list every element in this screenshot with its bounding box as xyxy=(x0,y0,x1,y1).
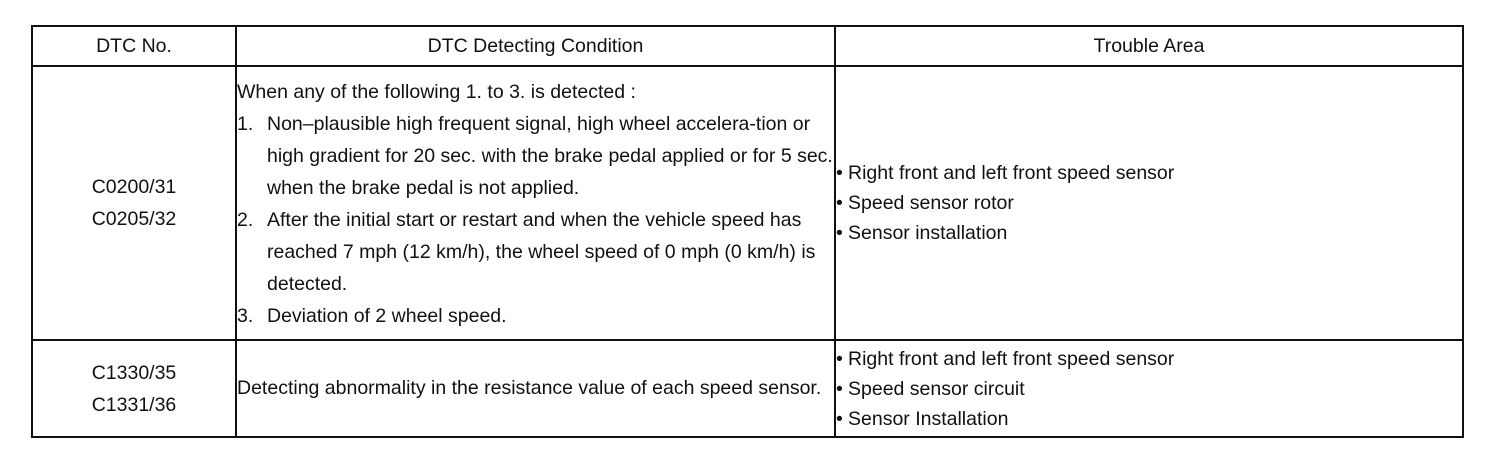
condition-text: Deviation of 2 wheel speed. xyxy=(267,305,507,327)
dtc-table: DTC No. DTC Detecting Condition Trouble … xyxy=(31,25,1464,438)
condition-text: After the initial start or restart and w… xyxy=(267,209,816,295)
table-row: C0200/31 C0205/32 When any of the follow… xyxy=(31,65,1464,341)
dtc-code-cell: C1330/35 C1331/36 xyxy=(31,339,237,438)
trouble-area-cell: Right front and left front speed sensor … xyxy=(834,339,1464,438)
condition-item: 3. Deviation of 2 wheel speed. xyxy=(237,300,834,332)
condition-number: 3. xyxy=(237,305,254,327)
condition-number: 1. xyxy=(237,113,254,135)
trouble-area-list: Right front and left front speed sensor … xyxy=(836,158,1462,248)
condition-item: 2. After the initial start or restart and… xyxy=(237,204,834,300)
dtc-code: C0200/31 xyxy=(91,176,177,198)
trouble-area-cell: Right front and left front speed sensor … xyxy=(834,65,1464,341)
header-dtc-no: DTC No. xyxy=(31,25,237,67)
trouble-area-item: Speed sensor rotor xyxy=(836,188,1462,218)
condition-item: 1. Non–plausible high frequent signal, hi… xyxy=(237,108,834,204)
condition-text: Detecting abnormality in the resistance … xyxy=(237,377,822,399)
dtc-code: C1331/36 xyxy=(91,393,177,416)
dtc-code-cell: C0200/31 C0205/32 xyxy=(31,65,237,341)
condition-text: Non–plausible high frequent signal, high… xyxy=(267,113,833,199)
detecting-condition-cell: Detecting abnormality in the resistance … xyxy=(235,339,836,438)
trouble-area-item: Sensor installation xyxy=(836,218,1462,248)
trouble-area-item: Right front and left front speed sensor xyxy=(836,344,1462,374)
header-row: DTC No. DTC Detecting Condition Trouble … xyxy=(31,25,1464,67)
condition-list: 1. Non–plausible high frequent signal, hi… xyxy=(237,108,834,332)
trouble-area-item: Speed sensor circuit xyxy=(836,374,1462,404)
header-detecting-condition: DTC Detecting Condition xyxy=(235,25,836,67)
detecting-condition-cell: When any of the following 1. to 3. is de… xyxy=(235,65,836,341)
header-trouble-area: Trouble Area xyxy=(834,25,1464,67)
trouble-area-item: Right front and left front speed sensor xyxy=(836,158,1462,188)
dtc-code: C0205/32 xyxy=(91,208,177,230)
condition-number: 2. xyxy=(237,209,254,231)
dtc-code: C1330/35 xyxy=(91,361,177,384)
condition-intro: When any of the following 1. to 3. is de… xyxy=(237,81,636,103)
table-row: C1330/35 C1331/36 Detecting abnormality … xyxy=(31,339,1464,438)
trouble-area-item: Sensor Installation xyxy=(836,404,1462,434)
trouble-area-list: Right front and left front speed sensor … xyxy=(836,344,1462,434)
